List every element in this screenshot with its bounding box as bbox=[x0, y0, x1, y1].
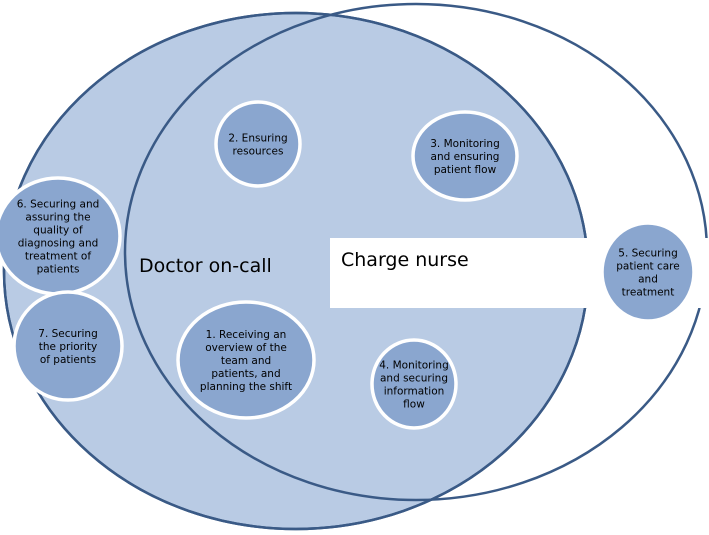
task-label-line: and bbox=[638, 274, 658, 286]
task-label-line: treatment of bbox=[25, 251, 91, 263]
task-label-line: 3. Monitoring bbox=[430, 138, 500, 150]
task-label-line: team and bbox=[221, 355, 271, 367]
task-circle bbox=[176, 300, 316, 420]
task-label-line: quality of bbox=[33, 225, 83, 237]
doctor-on-call-label: Doctor on-call bbox=[139, 255, 272, 277]
task-label-line: information bbox=[384, 386, 445, 398]
task-label-line: patient flow bbox=[434, 164, 497, 176]
task-circle bbox=[370, 338, 458, 430]
task-label-line: treatment bbox=[622, 287, 675, 299]
task-label-line: of patients bbox=[40, 354, 96, 366]
task-label-line: 6. Securing and bbox=[17, 199, 100, 211]
task-label-line: 7. Securing bbox=[38, 328, 97, 340]
charge-nurse-label: Charge nurse bbox=[341, 249, 469, 271]
task-circle bbox=[12, 290, 124, 402]
task-label-line: 5. Securing bbox=[618, 248, 677, 260]
task-circle bbox=[600, 221, 696, 323]
task-label-line: patients, and bbox=[211, 368, 280, 380]
task-label-line: flow bbox=[403, 399, 425, 411]
task-label-line: and ensuring bbox=[431, 151, 500, 163]
task-label-line: assuring the bbox=[25, 212, 90, 224]
task-label-line: the priority bbox=[39, 341, 97, 353]
task-label-line: 4. Monitoring bbox=[379, 360, 449, 372]
task-label-line: 1. Receiving an bbox=[206, 329, 287, 341]
task-label-line: patients bbox=[37, 264, 80, 276]
task-circle bbox=[411, 110, 519, 202]
task-label-line: planning the shift bbox=[200, 381, 292, 393]
task-label-line: overview of the bbox=[205, 342, 287, 354]
task-label-line: resources bbox=[233, 146, 284, 158]
task-label-line: diagnosing and bbox=[18, 238, 99, 250]
task-circle bbox=[214, 100, 302, 188]
task-label-line: and securing bbox=[380, 373, 448, 385]
task-label-line: 2. Ensuring bbox=[228, 133, 287, 145]
task-label-line: patient care bbox=[616, 261, 679, 273]
